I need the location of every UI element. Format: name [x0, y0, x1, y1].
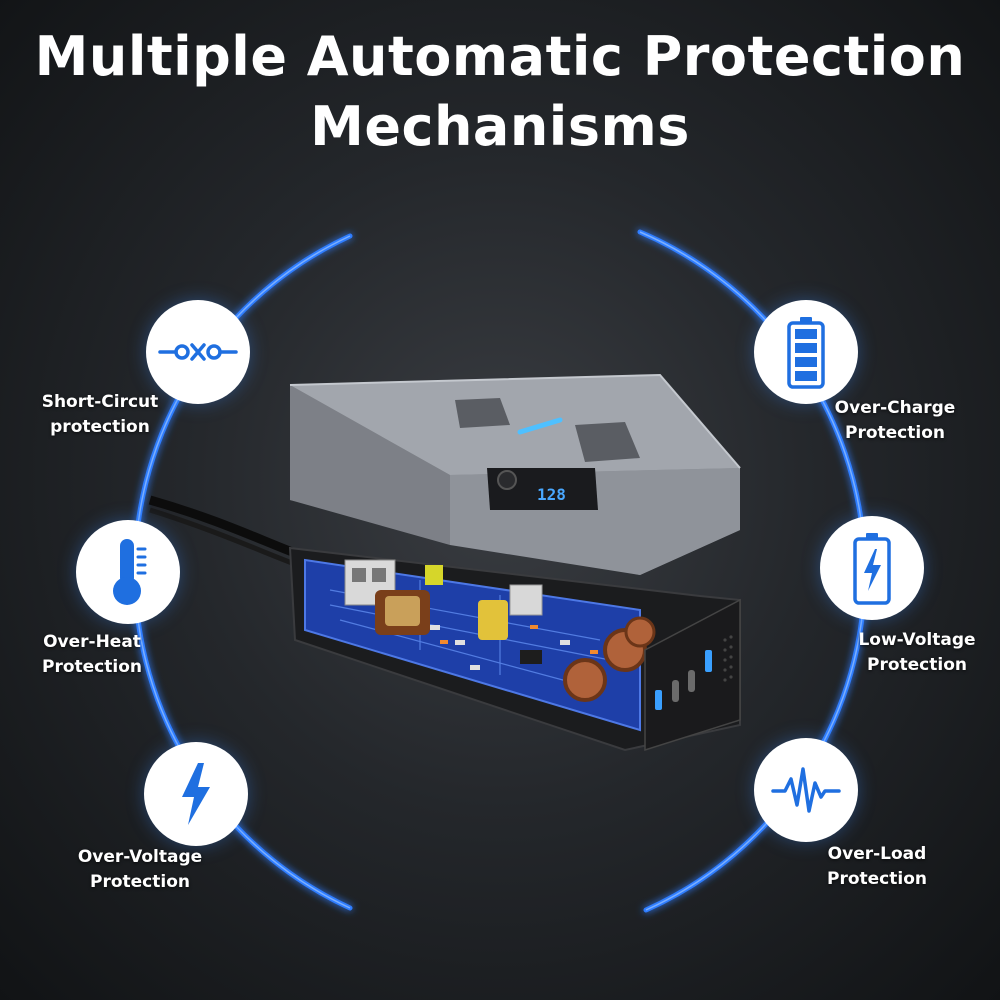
over-load-label: Over-Load Protection — [827, 844, 927, 889]
usb-port-blue-1 — [655, 690, 662, 710]
outlet-left — [455, 398, 510, 428]
led-indicator — [517, 417, 563, 435]
low-voltage-badge — [820, 516, 924, 620]
usb-c-port-1 — [672, 680, 679, 702]
waveform-icon — [771, 767, 841, 813]
battery-full-icon — [787, 317, 825, 389]
usb-c-port-2 — [688, 670, 695, 692]
power-button — [497, 470, 517, 490]
usb-port-blue-2 — [705, 650, 712, 672]
over-heat-label: Over-Heat Protection — [42, 632, 142, 677]
short-circuit-label: Short-Circut protection — [41, 392, 159, 437]
over-voltage-badge — [144, 742, 248, 846]
low-voltage-label: Low-Voltage Protection — [858, 630, 976, 675]
battery-charging-icon — [853, 533, 891, 605]
fuse-component — [425, 565, 443, 585]
inductor-coil-1 — [563, 658, 607, 702]
over-heat-badge — [76, 520, 180, 624]
fuse-icon — [158, 343, 238, 361]
capacitor-yellow — [478, 600, 508, 640]
thermometer-icon — [113, 539, 147, 605]
lightning-icon — [182, 763, 210, 825]
page-title: Multiple Automatic Protection Mechanisms — [0, 22, 1000, 162]
power-cable — [148, 495, 302, 560]
short-circuit-badge — [146, 300, 250, 404]
over-load-badge — [754, 738, 858, 842]
title-line-2: Mechanisms — [310, 95, 690, 158]
outlet-right — [575, 422, 640, 462]
over-charge-label: Over-Charge Protection — [834, 398, 956, 443]
over-charge-badge — [754, 300, 858, 404]
title-line-1: Multiple Automatic Protection — [34, 25, 966, 88]
over-voltage-label: Over-Voltage Protection — [77, 847, 203, 892]
display-reading: 128 — [537, 485, 566, 504]
